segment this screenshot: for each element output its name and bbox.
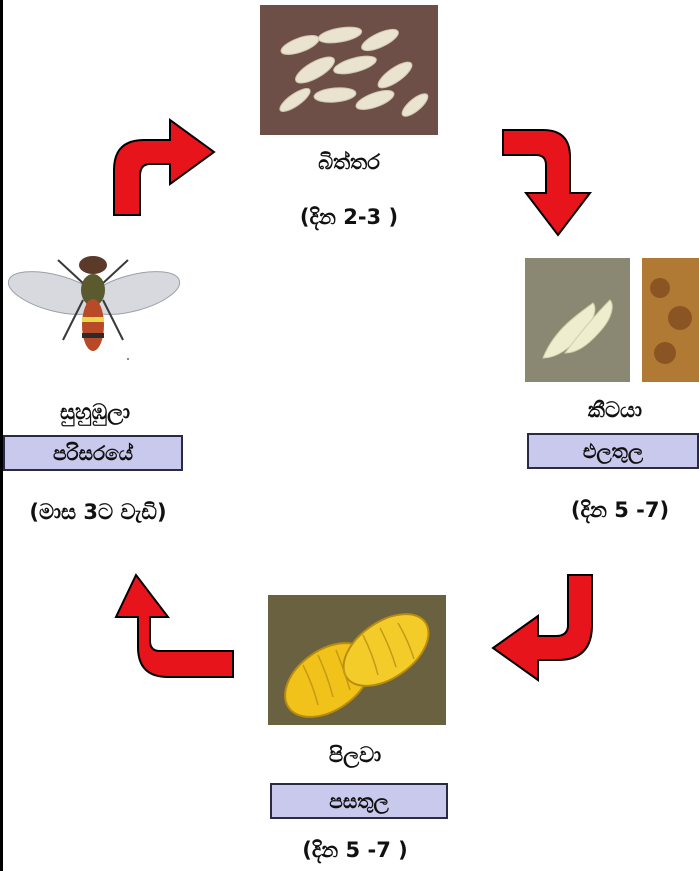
adult-fly-photo bbox=[3, 245, 183, 375]
arrow-larva-to-pupa bbox=[488, 570, 600, 685]
egg-stage-label: බිත්තර bbox=[260, 150, 438, 175]
adult-location-box: පරිසරයේ bbox=[3, 435, 183, 471]
larva-photo bbox=[525, 258, 699, 382]
adult-stage-label: සුහුඹුලා bbox=[20, 400, 170, 425]
egg-photo bbox=[260, 5, 438, 135]
larva-location-box: එලතුල bbox=[527, 433, 699, 469]
arrow-pupa-to-adult bbox=[98, 565, 238, 685]
larva-duration: (දින 5 -7) bbox=[555, 498, 685, 523]
arrow-egg-to-larva bbox=[498, 125, 618, 240]
adult-duration: (මාස 3ට වැඩි) bbox=[3, 500, 193, 525]
pupa-location-box: පසතුල bbox=[270, 783, 448, 819]
arrow-adult-to-egg bbox=[108, 110, 220, 220]
egg-duration: (දින 2-3 ) bbox=[260, 205, 438, 230]
pupa-stage-label: පිලවා bbox=[290, 743, 420, 768]
larva-stage-label: කීටයා bbox=[560, 398, 670, 423]
pupa-photo bbox=[268, 595, 446, 725]
pupa-duration: (දින 5 -7 ) bbox=[280, 838, 430, 863]
